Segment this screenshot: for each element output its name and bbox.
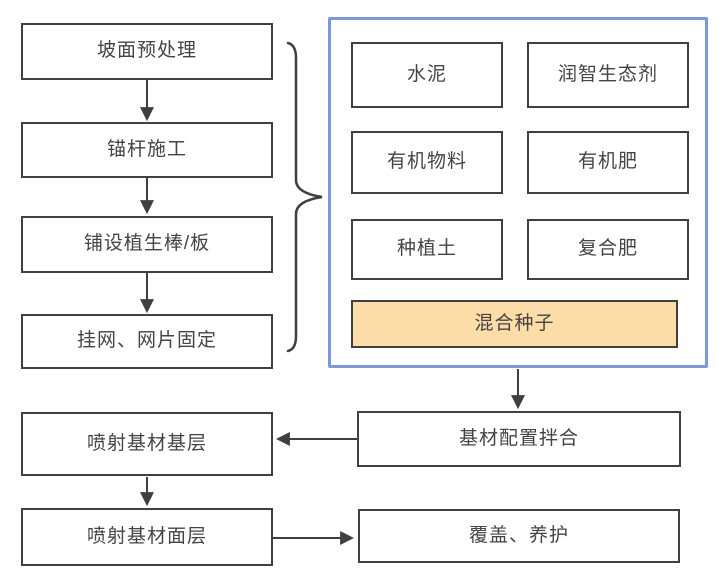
material-box-cement: 水泥 bbox=[351, 42, 503, 108]
flow-step-label: 锚杆施工 bbox=[106, 138, 187, 160]
material-label: 水泥 bbox=[406, 63, 447, 85]
flow-step-label: 挂网、网片固定 bbox=[76, 330, 217, 352]
process-label: 覆盖、养护 bbox=[468, 524, 569, 546]
material-box-compound-fertilizer: 复合肥 bbox=[527, 219, 689, 280]
process-box-spray-base-layer: 喷射基材基层 bbox=[21, 412, 273, 476]
material-label: 有机肥 bbox=[577, 151, 638, 173]
material-box-planting-soil: 种植土 bbox=[351, 219, 503, 280]
process-label: 喷射基材面层 bbox=[86, 525, 207, 547]
flow-step-label: 坡面预处理 bbox=[96, 40, 197, 62]
flow-step-label: 铺设植生棒/板 bbox=[83, 233, 211, 255]
material-label: 润智生态剂 bbox=[557, 63, 658, 85]
process-label: 基材配置拌合 bbox=[458, 427, 579, 449]
flow-step-planting-rods: 铺设植生棒/板 bbox=[21, 216, 273, 273]
flow-step-anchor-construction: 锚杆施工 bbox=[21, 122, 273, 178]
material-label: 有机物料 bbox=[386, 151, 467, 173]
material-box-eco-agent: 润智生态剂 bbox=[527, 42, 689, 108]
process-label: 喷射基材基层 bbox=[86, 432, 207, 454]
process-box-spray-surface-layer: 喷射基材面层 bbox=[21, 508, 273, 566]
material-label: 混合种子 bbox=[474, 312, 555, 334]
flow-step-mesh-fixing: 挂网、网片固定 bbox=[21, 314, 273, 369]
materials-panel: 水泥 润智生态剂 有机物料 有机肥 种植土 复合肥 混合种子 bbox=[328, 17, 708, 368]
material-label: 种植土 bbox=[396, 238, 457, 260]
material-box-mixed-seeds-highlighted: 混合种子 bbox=[351, 300, 678, 348]
material-box-organic-fertilizer: 有机肥 bbox=[527, 131, 689, 194]
flow-step-slope-pretreatment: 坡面预处理 bbox=[21, 23, 273, 80]
process-box-substrate-mixing: 基材配置拌合 bbox=[357, 411, 681, 467]
process-box-cover-and-cure: 覆盖、养护 bbox=[358, 509, 680, 563]
material-box-organic-matter: 有机物料 bbox=[351, 131, 503, 194]
curly-brace-icon bbox=[286, 41, 323, 353]
material-label: 复合肥 bbox=[577, 238, 638, 260]
